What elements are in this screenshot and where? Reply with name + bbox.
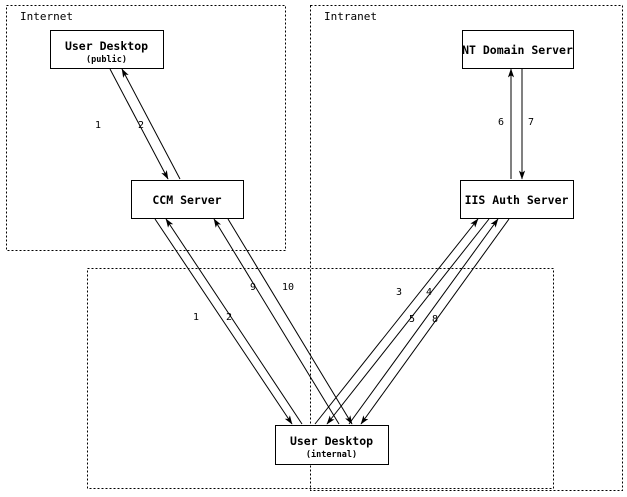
node-title-iis-auth-server: IIS Auth Server — [465, 193, 569, 207]
node-subtitle-user-desktop-public: (public) — [86, 54, 127, 65]
connection-conn-5 — [348, 218, 499, 425]
step-label-conn-6: 6 — [498, 117, 504, 128]
step-label-conn-3: 3 — [396, 287, 402, 298]
zone-internet: Internet — [6, 5, 286, 251]
zone-internal-zone — [87, 268, 554, 489]
node-title-nt-domain-server: NT Domain Server — [462, 43, 573, 57]
step-label-conn-4: 4 — [426, 287, 432, 298]
connection-conn-1-public — [109, 68, 169, 180]
step-label-conn-5: 5 — [409, 314, 415, 325]
zone-label-intranet: Intranet — [324, 10, 377, 23]
node-user-desktop-internal[interactable]: User Desktop(internal) — [274, 424, 390, 466]
node-title-user-desktop-public: User Desktop — [65, 39, 148, 53]
node-subtitle-user-desktop-internal: (internal) — [306, 449, 357, 460]
step-label-conn-2-internal: 2 — [226, 312, 232, 323]
zone-label-internet: Internet — [20, 10, 73, 23]
step-label-conn-8: 8 — [432, 314, 438, 325]
connection-conn-2-public — [121, 68, 181, 180]
step-label-conn-10: 10 — [282, 282, 294, 293]
step-label-conn-2-public: 2 — [138, 120, 144, 131]
connection-conn-8 — [360, 218, 510, 425]
node-title-user-desktop-internal: User Desktop — [290, 434, 373, 448]
step-label-conn-1-public: 1 — [95, 120, 101, 131]
zone-intranet: Intranet — [310, 5, 623, 491]
connection-conn-2-internal — [165, 218, 303, 425]
node-title-ccm-server: CCM Server — [152, 193, 221, 207]
connection-conn-4 — [326, 218, 490, 425]
node-box-iis-auth-server[interactable] — [459, 179, 575, 220]
step-label-conn-7: 7 — [528, 117, 534, 128]
node-iis-auth-server[interactable]: IIS Auth Server — [459, 179, 575, 220]
node-box-ccm-server[interactable] — [130, 179, 245, 220]
node-user-desktop-public[interactable]: User Desktop(public) — [49, 29, 165, 70]
step-label-conn-9: 9 — [250, 282, 256, 293]
zone-boundaries: Internet Intranet — [6, 5, 623, 491]
connection-conn-9 — [213, 218, 340, 425]
step-label-conn-1-internal: 1 — [193, 312, 199, 323]
zone-boundary-internet — [6, 5, 286, 251]
step-labels: 1 2 6 7 1 2 9 10 3 4 5 8 — [95, 117, 534, 325]
node-ccm-server[interactable]: CCM Server — [130, 179, 245, 220]
connection-conn-3 — [314, 218, 479, 425]
zone-boundary-intranet — [310, 5, 623, 491]
node-box-user-desktop-public[interactable] — [49, 29, 165, 70]
node-box-user-desktop-internal[interactable] — [274, 424, 390, 466]
node-nt-domain-server[interactable]: NT Domain Server — [461, 29, 575, 70]
zone-boundary-internal-zone — [87, 268, 554, 489]
connection-conn-1-internal — [154, 218, 293, 425]
connection-lines — [109, 68, 526, 425]
node-box-nt-domain-server[interactable] — [461, 29, 575, 70]
connection-conn-10 — [227, 218, 353, 425]
